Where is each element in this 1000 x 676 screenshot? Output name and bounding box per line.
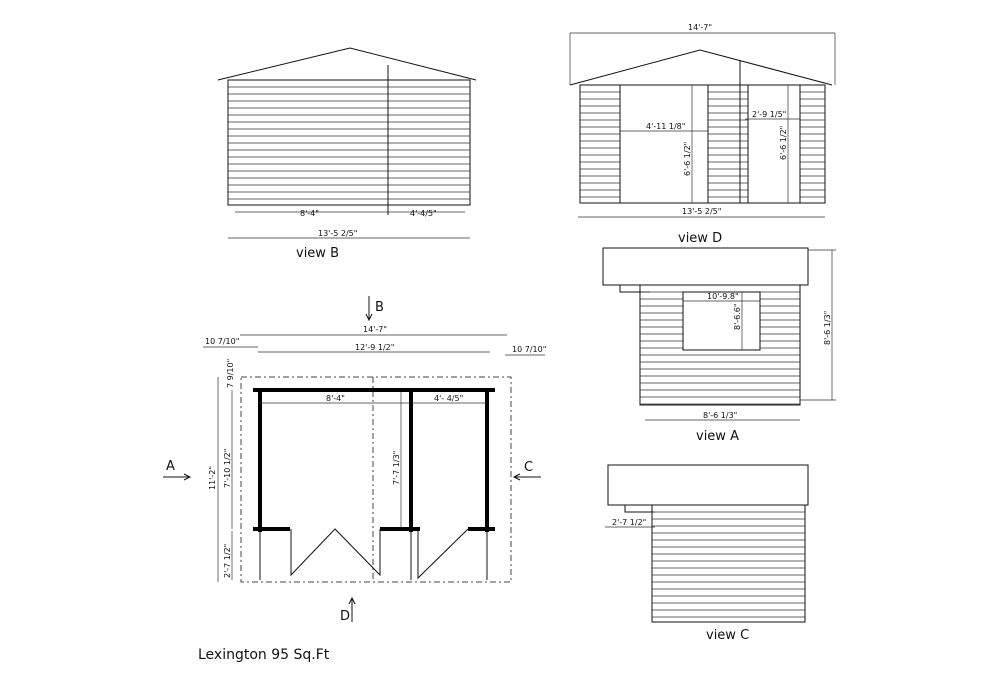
door-opening: [747, 84, 801, 204]
dim-overhang-right: 10 7/10": [512, 345, 546, 354]
view-label: view D: [678, 231, 722, 246]
dim-left: 8'-4": [300, 209, 319, 218]
view-c: 2'-7 1/2" view C: [605, 464, 809, 643]
dim-roof: 14'-7": [688, 23, 712, 32]
dim-window-width: 10'-9.8": [707, 292, 739, 301]
roof-outline: [240, 376, 512, 583]
section-marker-c: C: [524, 460, 533, 475]
dim-room2: 4'- 4/5": [434, 394, 463, 403]
dim-room2-depth: 7'-7 1/3": [392, 451, 401, 485]
dim-total: 13'-5 2/5": [682, 207, 721, 216]
roof-box: [607, 464, 809, 506]
dim-width: 8'-6 1/3": [703, 411, 737, 420]
dim-window-height: 8'-6.6": [733, 303, 742, 330]
window-opening: [682, 291, 761, 351]
view-d: 14'-7" 4'-11 1/8" 6'-6 1/2" 2'-9 1/5" 6'…: [569, 23, 836, 246]
dim-overhang-top: 7 9/10": [226, 359, 235, 388]
double-door-swing: [290, 528, 381, 577]
dim-overhang-left: 10 7/10": [205, 337, 239, 346]
dim-door2-width: 2'-9 1/5": [752, 110, 786, 119]
door-opening: [619, 84, 709, 204]
section-marker-b: B: [375, 300, 384, 315]
dim-height: 8'-6 1/3": [823, 311, 832, 345]
log-courses: [652, 511, 805, 618]
dim-door1-height: 6'-6 1/2": [683, 142, 692, 176]
view-b: 8'-4" 4'-4/5" 13'-5 2/5" view B: [217, 47, 477, 261]
wall-outline: [227, 79, 471, 206]
dim-total: 13'-5 2/5": [318, 229, 357, 238]
roof-outline: [217, 47, 477, 81]
dim-right: 4'-4/5": [410, 209, 437, 218]
door-swing: [417, 528, 469, 580]
dim-total-depth: 11'-2": [208, 466, 217, 490]
dim-overhang: 2'-7 1/2": [612, 518, 646, 527]
floor-plan: B 14'-7" 10 7/10" 12'-9 1/2" 10 7/10" 7 …: [163, 296, 546, 624]
view-a: 10'-9.8" 8'-6.6" 8'-6 1/3" 8'-6 1/3" vie…: [602, 247, 836, 444]
view-label: view A: [696, 429, 739, 444]
section-marker-a: A: [166, 459, 175, 474]
dim-depth: 7'-10 1/2": [223, 449, 232, 488]
view-label: view B: [296, 246, 339, 261]
drawing-title: Lexington 95 Sq.Ft: [198, 647, 330, 663]
view-label: view C: [706, 628, 749, 643]
roof-outline: [569, 49, 833, 86]
section-marker-d: D: [340, 609, 350, 624]
dim-roof: 14'-7": [363, 325, 387, 334]
log-courses: [228, 86, 470, 200]
dim-porch: 2'-7 1/2": [223, 544, 232, 578]
dim-door2-height: 6'-6 1/2": [779, 126, 788, 160]
dim-door1-width: 4'-11 1/8": [646, 122, 685, 131]
wall-outline: [651, 504, 806, 623]
roof-box: [602, 247, 809, 286]
dim-walls: 12'-9 1/2": [355, 343, 394, 352]
dim-room1: 8'-4": [326, 394, 345, 403]
wall-outline: [639, 284, 801, 406]
